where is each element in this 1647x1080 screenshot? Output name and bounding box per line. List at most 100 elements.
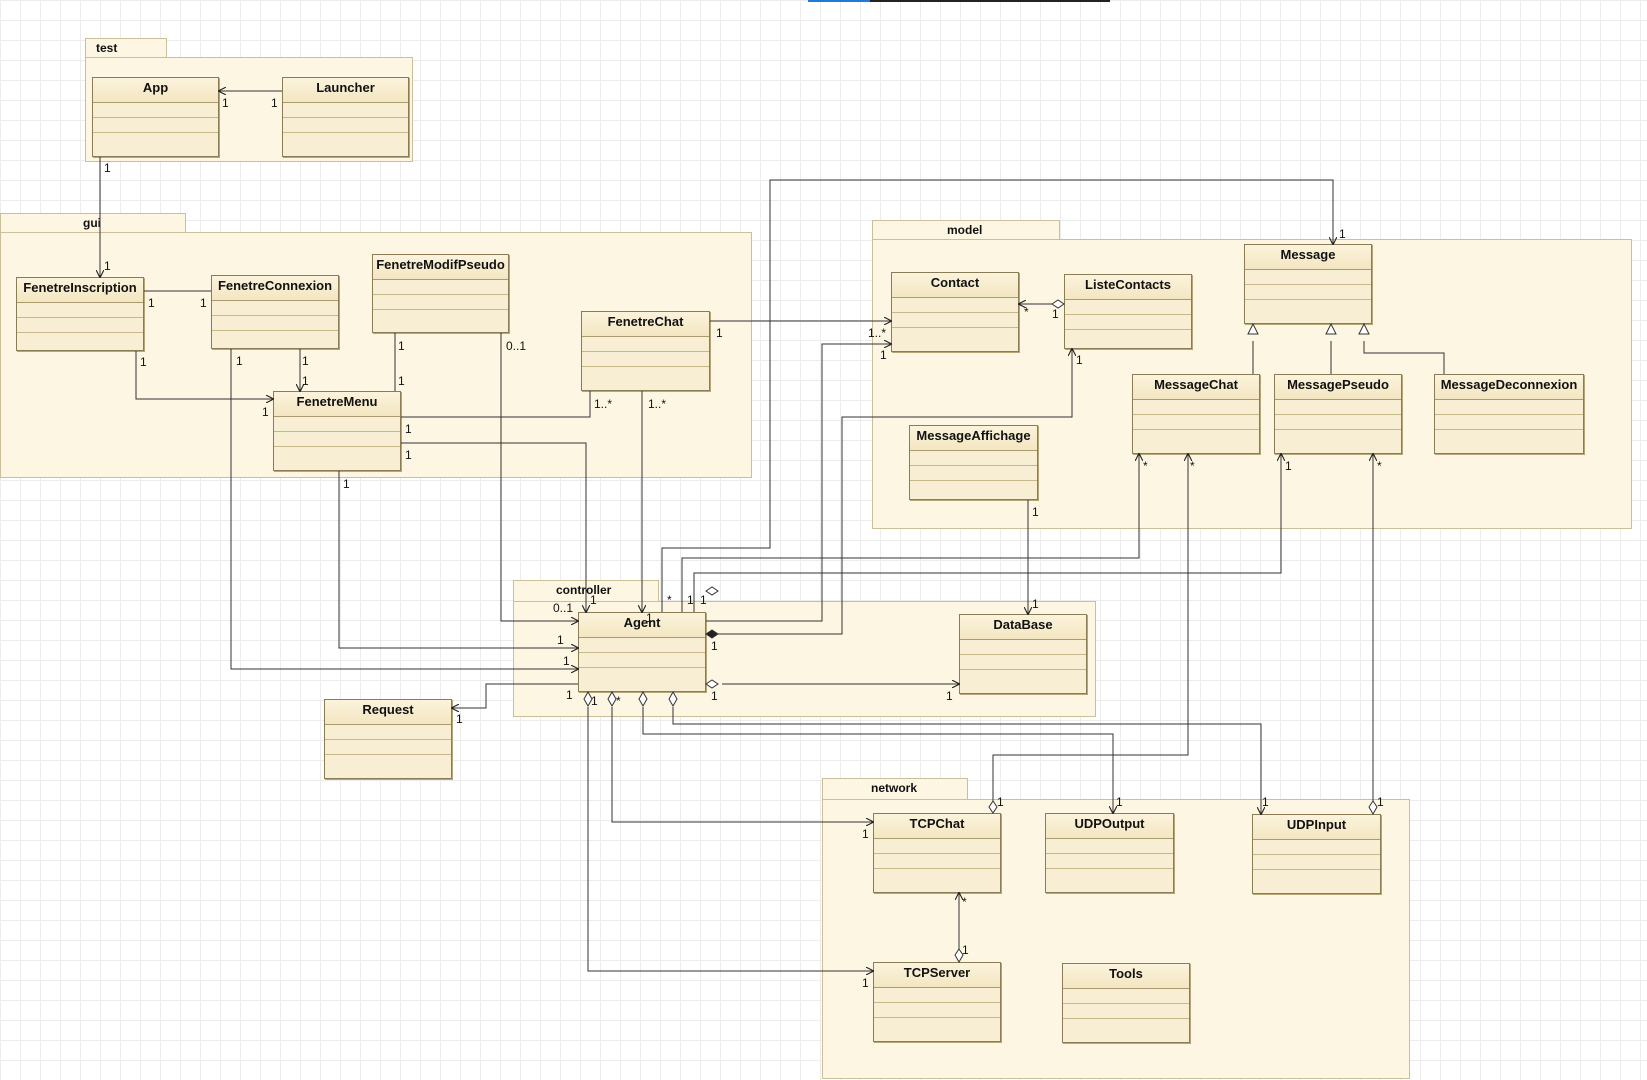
mult-tcpserver-tcpchat-b: 1: [962, 943, 969, 957]
mult-agent-top-5: 1: [700, 593, 707, 607]
class-name: Request: [325, 700, 451, 725]
rel-agent-udpinput: [672, 707, 1261, 814]
aggregation-diamond: [988, 800, 998, 814]
class-tcpserver[interactable]: TCPServer: [873, 962, 1001, 1042]
rel-agent-liste: [706, 349, 1072, 635]
aggregation-diamond: [668, 690, 678, 708]
mult-agent-bottom-2: *: [616, 694, 621, 708]
class-messagedeconnexion[interactable]: MessageDeconnexion: [1434, 374, 1584, 454]
rel-agent-messagepseudo: [693, 454, 1281, 612]
class-name: UDPOutput: [1046, 814, 1173, 839]
rel-menu-chat: [401, 391, 591, 418]
class-udpoutput[interactable]: UDPOutput: [1045, 813, 1174, 893]
mult-connexion-agent-a: 1: [236, 354, 243, 368]
mult-agent-messagechat-b: *: [1143, 459, 1148, 473]
class-name: Agent: [579, 613, 705, 638]
class-name: FenetreConnexion: [212, 276, 338, 301]
mult-launcher-app-b: 1: [271, 96, 278, 110]
class-name: FenetreInscription: [17, 278, 143, 303]
mult-connexion-menu-b: 1: [302, 374, 309, 388]
rel-menu-agent-2: [338, 471, 578, 648]
mult-agent-contact-b: 1: [880, 348, 887, 362]
class-database[interactable]: DataBase: [959, 614, 1087, 694]
mult-modifpseudo-menu-a: 1: [398, 339, 405, 353]
mult-udpoutput-b: 1: [1116, 795, 1123, 809]
rel-agent-tcpchat: [611, 707, 873, 822]
class-contact[interactable]: Contact: [891, 272, 1019, 352]
aggregation-diamond: [607, 690, 617, 708]
rel-agent-tcpserver: [587, 707, 873, 971]
class-messageaffichage[interactable]: MessageAffichage: [909, 425, 1038, 500]
mult-tcpchat-a: 1: [997, 795, 1004, 809]
mult-inscription-menu-a: 1: [140, 355, 147, 369]
mult-udpinput-messagepseudo-b: *: [1377, 459, 1382, 473]
class-fenetremodifpseudo[interactable]: FenetreModifPseudo: [372, 254, 509, 333]
package-tab-gui[interactable]: gui: [0, 213, 186, 233]
mult-modifpseudo-menu-b: 1: [398, 374, 405, 388]
rel-agent-request: [452, 683, 578, 708]
mult-agent-message-b: 1: [1339, 227, 1346, 241]
class-name: TCPServer: [874, 963, 1000, 988]
class-tools[interactable]: Tools: [1062, 963, 1190, 1043]
rel-gen-messagedeconnexion: [1363, 341, 1445, 374]
class-listecontacts[interactable]: ListeContacts: [1064, 274, 1192, 349]
aggregation-diamond: [705, 679, 719, 689]
class-name: FenetreModifPseudo: [373, 255, 508, 280]
mult-menu-chat-a: 1: [405, 422, 412, 436]
multiplicity-labels: 1 1 1 1 1 1 1 1 1 1 1 1 1 0..1 1 1 1 1 1…: [104, 96, 1384, 990]
generalization-arrow: [1325, 322, 1337, 335]
aggregation-diamond: [1051, 299, 1065, 309]
mult-inscription-menu-b: 1: [262, 405, 269, 419]
class-udpinput[interactable]: UDPInput: [1252, 814, 1381, 894]
class-name: FenetreChat: [582, 312, 709, 337]
rel-agent-message: [661, 179, 1333, 612]
mult-messageaffichage-database-b: 1: [1032, 597, 1039, 611]
mult-modifpseudo-agent-a: 0..1: [506, 339, 526, 353]
aggregation-diamond: [583, 690, 593, 708]
mult-app-inscription-b: 1: [104, 259, 111, 273]
mult-liste-contact-a: *: [1024, 305, 1029, 319]
mult-agent-top-4: 1: [687, 593, 694, 607]
class-fenetrechat[interactable]: FenetreChat: [581, 311, 710, 391]
class-name: MessageDeconnexion: [1435, 375, 1583, 400]
mult-agent-request-a: 1: [566, 688, 573, 702]
mult-udpinput-a: 1: [1262, 795, 1269, 809]
aggregation-diamond: [705, 586, 719, 596]
mult-connexion-menu-a: 1: [302, 354, 309, 368]
generalization-arrow: [1247, 322, 1259, 335]
class-name: MessageAffichage: [910, 426, 1037, 451]
mult-agent-bottom-1: 1: [591, 694, 598, 708]
class-fenetremenu[interactable]: FenetreMenu: [273, 391, 401, 471]
mult-agent-left-1: 1: [557, 633, 564, 647]
class-request[interactable]: Request: [324, 699, 452, 779]
class-fenetreconnexion[interactable]: FenetreConnexion: [211, 275, 339, 349]
class-messagechat[interactable]: MessageChat: [1132, 374, 1260, 454]
aggregation-diamond: [638, 690, 648, 708]
class-agent[interactable]: Agent: [578, 612, 706, 692]
rel-tcpchat-messagechat: [992, 454, 1188, 801]
mult-agent-right-1: 1: [711, 639, 718, 653]
class-name: MessagePseudo: [1275, 375, 1401, 400]
class-fenetreinscription[interactable]: FenetreInscription: [16, 277, 144, 351]
class-name: ListeContacts: [1065, 275, 1191, 300]
class-name: App: [93, 78, 218, 103]
class-app[interactable]: App: [92, 77, 219, 157]
class-name: Contact: [892, 273, 1018, 298]
class-name: MessageChat: [1133, 375, 1259, 400]
mult-liste-contact-b: 1: [1052, 307, 1059, 321]
mult-udpinput-b: 1: [1377, 795, 1384, 809]
mult-agent-request-b: 1: [456, 712, 463, 726]
mult-tcpchat-b: 1: [862, 827, 869, 841]
class-message[interactable]: Message: [1244, 244, 1372, 324]
window-accent-bar: [808, 0, 870, 2]
mult-agent-messagepseudo-b: 1: [1285, 459, 1292, 473]
aggregation-diamond: [954, 948, 964, 964]
class-launcher[interactable]: Launcher: [282, 77, 409, 157]
mult-agent-database-b: 1: [946, 689, 953, 703]
mult-launcher-app-a: 1: [222, 96, 229, 110]
mult-tcpserver-b: 1: [862, 976, 869, 990]
class-messagepseudo[interactable]: MessagePseudo: [1274, 374, 1402, 454]
class-tcpchat[interactable]: TCPChat: [873, 813, 1001, 893]
rel-menu-agent: [401, 442, 586, 612]
mult-agent-top-1: 0..1: [553, 601, 573, 615]
